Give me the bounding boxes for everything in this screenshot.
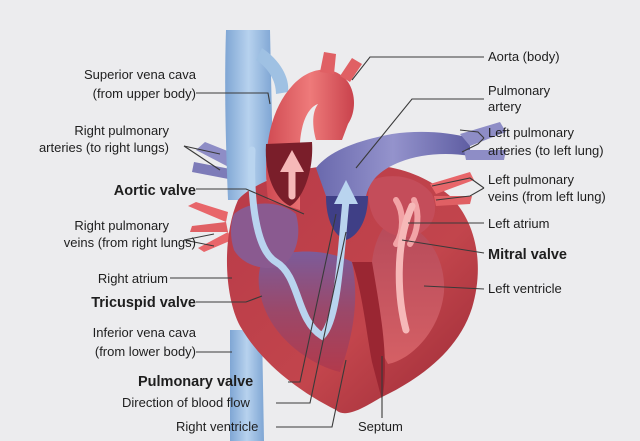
- label-aortic-valve: Aortic valve: [114, 183, 196, 199]
- label-left-pulmonary-veins-line2: veins (from left lung): [488, 189, 606, 204]
- label-superior-vena-cava-line2: (from upper body): [93, 86, 196, 101]
- oxygenated-flow-arrows: [288, 164, 416, 334]
- label-right-pulmonary-arteries-line2: arteries (to right lungs): [39, 140, 169, 155]
- label-right-atrium: Right atrium: [98, 271, 168, 286]
- leader-lines: [170, 56, 485, 428]
- vena-cava-branch: [256, 48, 289, 94]
- label-superior-vena-cava-line1: Superior vena cava: [84, 67, 197, 82]
- label-left-pulmonary-arteries-line1: Left pulmonary: [488, 125, 574, 140]
- deoxygenated-arrow-head: [334, 180, 358, 204]
- label-left-pulmonary-veins-line1: Left pulmonary: [488, 172, 574, 187]
- label-septum: Septum: [358, 419, 403, 434]
- deoxygenated-flow-arrows: [248, 146, 350, 341]
- septum-wall: [352, 262, 385, 400]
- label-mitral-valve: Mitral valve: [488, 247, 567, 263]
- label-left-ventricle: Left ventricle: [488, 281, 562, 296]
- left-ventricle-chamber: [370, 220, 445, 364]
- label-direction-blood-flow: Direction of blood flow: [122, 395, 251, 410]
- label-inferior-vena-cava-line1: Inferior vena cava: [93, 325, 197, 340]
- label-right-pulmonary-veins-line1: Right pulmonary: [74, 218, 169, 233]
- superior-vena-cava-vessel: [225, 30, 272, 200]
- label-left-pulmonary-arteries-line2: arteries (to left lung): [488, 143, 604, 158]
- label-pulmonary-valve: Pulmonary valve: [138, 374, 253, 390]
- label-right-pulmonary-arteries-line1: Right pulmonary: [74, 123, 169, 138]
- right-pulmonary-veins-vessels: [188, 202, 232, 252]
- label-tricuspid-valve: Tricuspid valve: [91, 295, 196, 311]
- label-aorta-body: Aorta (body): [488, 49, 560, 64]
- label-inferior-vena-cava-line2: (from lower body): [95, 344, 196, 359]
- left-pulmonary-veins-vessels: [430, 172, 474, 206]
- right-atrium-chamber: [231, 203, 299, 269]
- label-pulmonary-artery-line2: artery: [488, 99, 522, 114]
- label-right-ventricle: Right ventricle: [176, 419, 258, 434]
- pulmonary-trunk-vessel: [316, 131, 470, 196]
- inferior-vena-cava-vessel: [230, 330, 264, 441]
- label-right-pulmonary-veins-line2: veins (from right lungs): [64, 235, 196, 250]
- label-pulmonary-artery-line1: Pulmonary: [488, 83, 551, 98]
- label-left-atrium: Left atrium: [488, 216, 549, 231]
- aorta-top-branches: [320, 52, 362, 82]
- oxygenated-arrow-head: [280, 150, 304, 172]
